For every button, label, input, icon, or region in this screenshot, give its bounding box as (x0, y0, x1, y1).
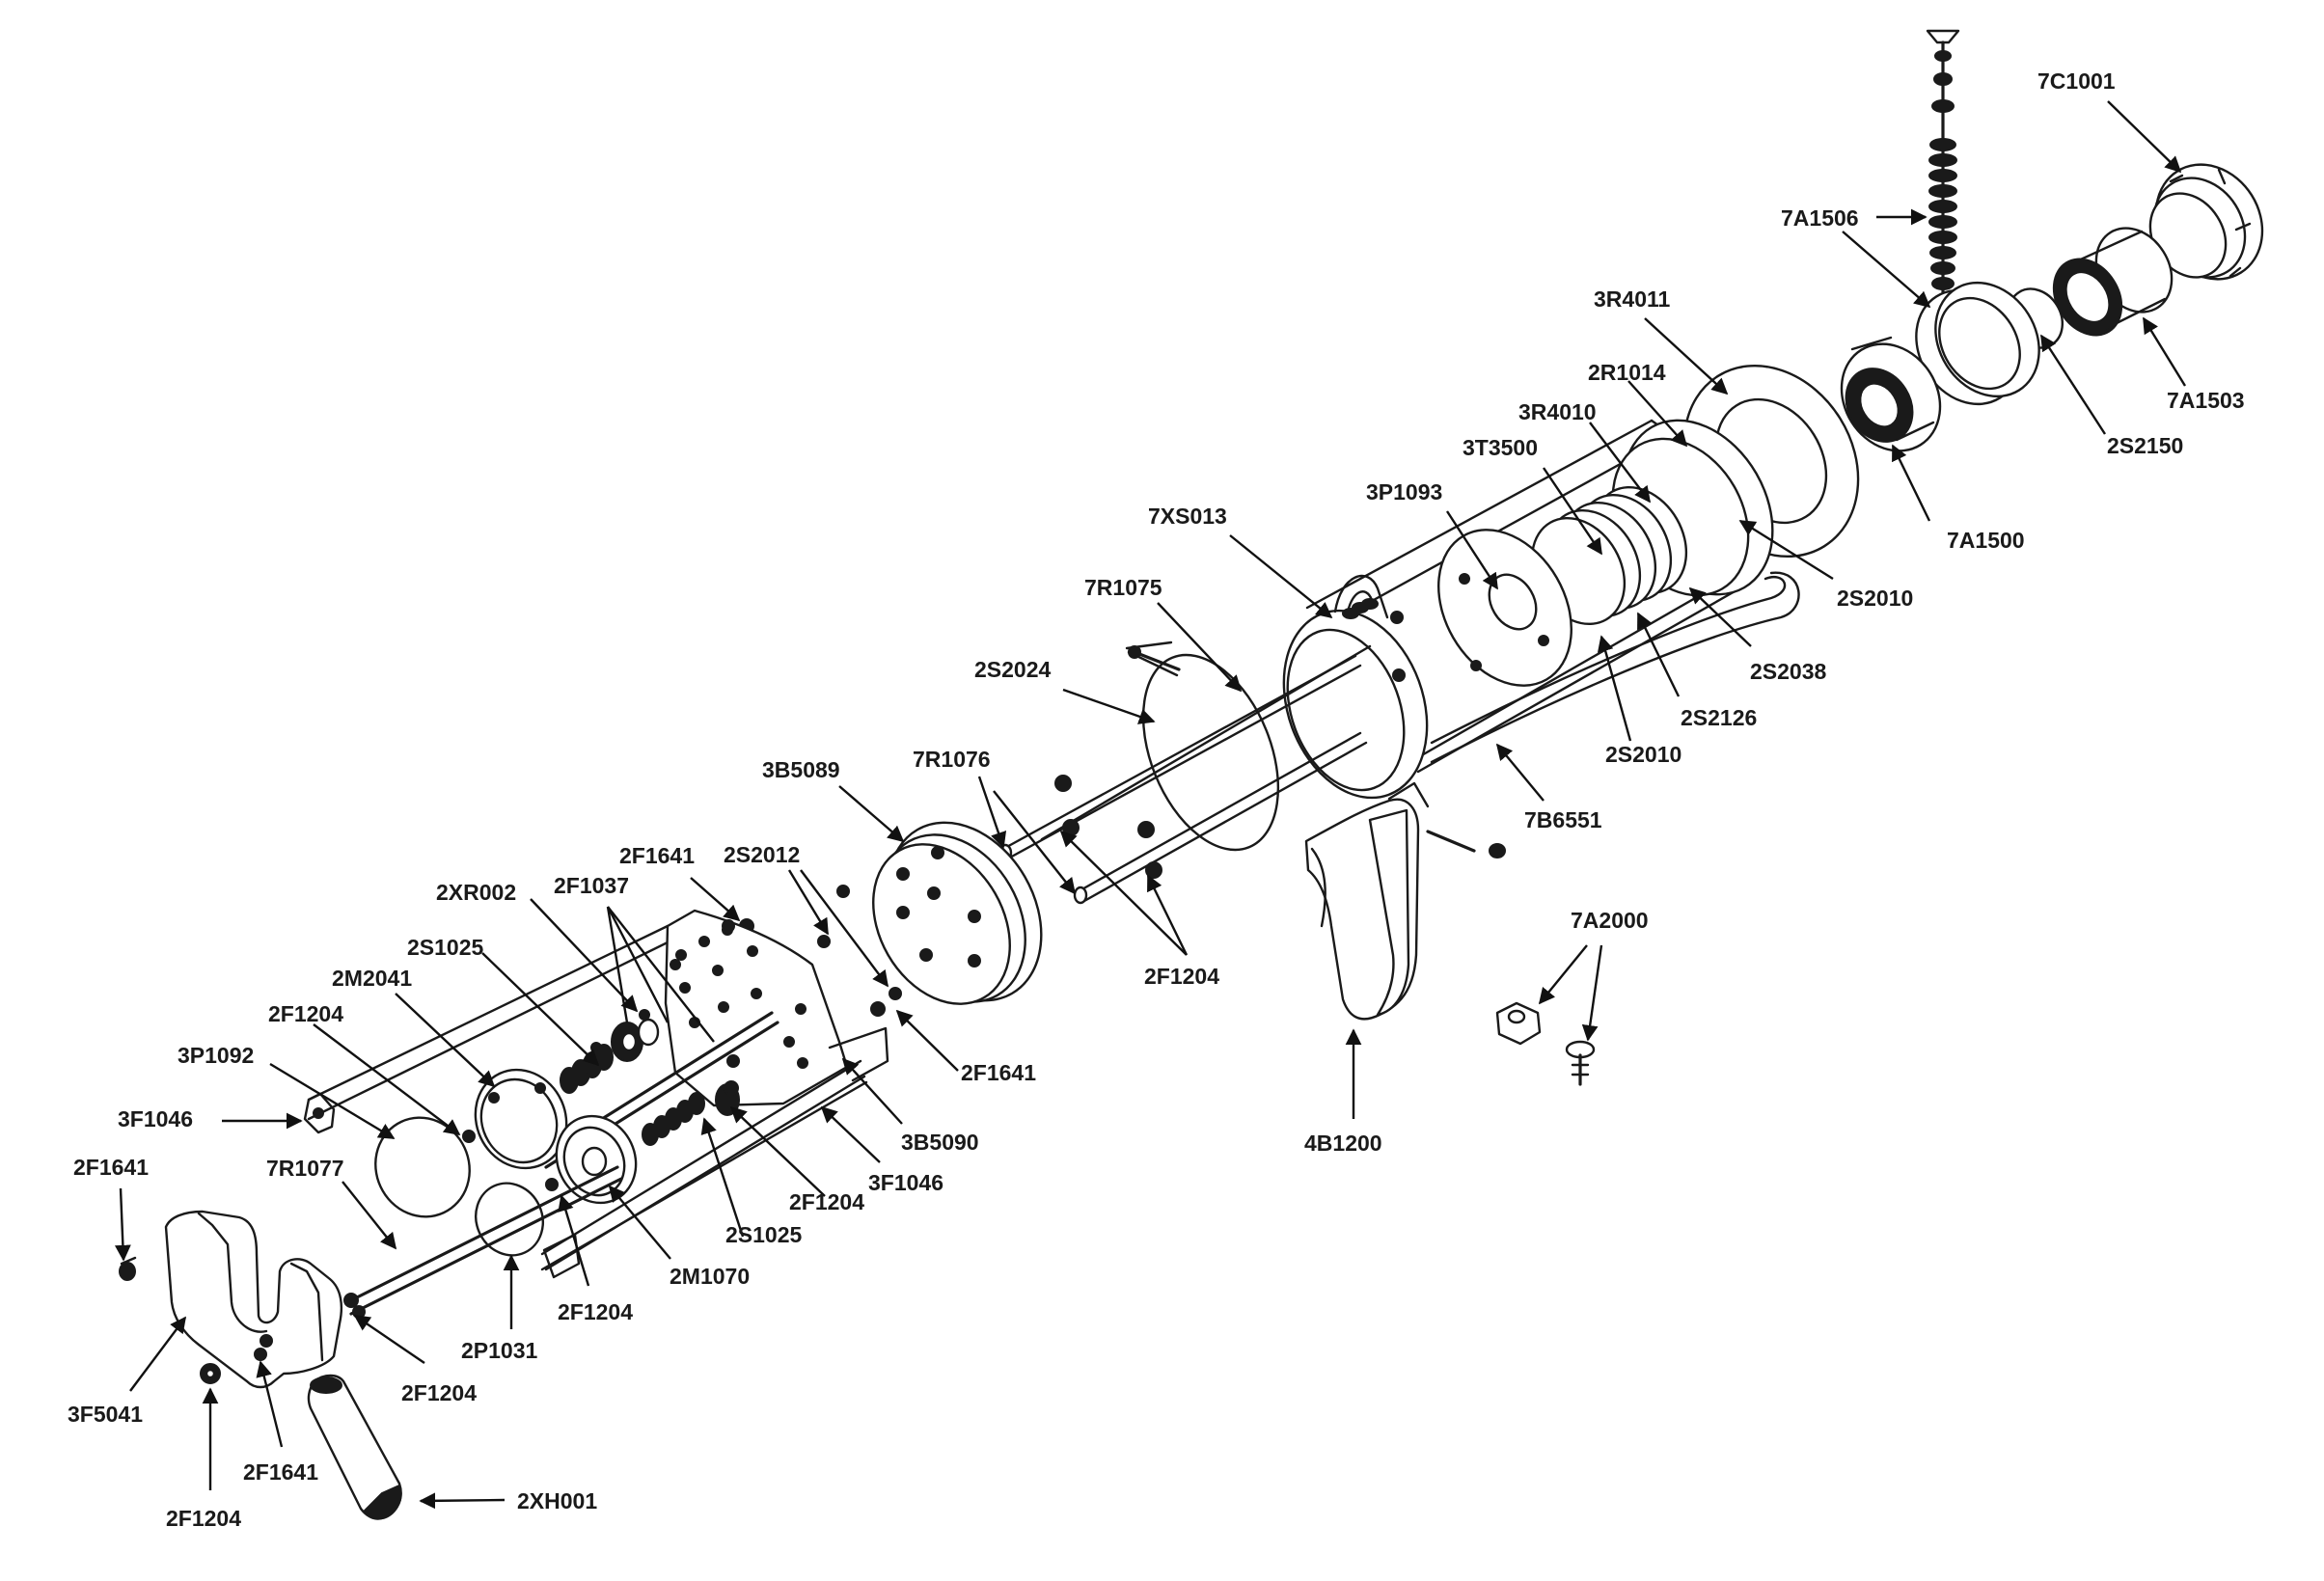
loose-fasteners-part (119, 959, 681, 1384)
label-2xr002: 2XR002 (436, 880, 516, 905)
label-2f1204-e: 2F1204 (401, 1380, 477, 1405)
label-3f5041: 3F5041 (68, 1402, 143, 1427)
retainer-7a1506-part (1915, 281, 2040, 406)
label-2p1031: 2P1031 (461, 1338, 538, 1363)
label-2s2012: 2S2012 (724, 842, 800, 867)
label-2f1204-d: 2F1204 (558, 1299, 633, 1324)
label-3f1046-b: 3F1046 (868, 1170, 943, 1195)
label-2xh001: 2XH001 (517, 1488, 597, 1513)
label-3b5089: 3B5089 (762, 757, 840, 782)
label-2s2010-b: 2S2010 (1605, 742, 1681, 767)
label-2s2024: 2S2024 (974, 657, 1052, 682)
label-7xs013: 7XS013 (1148, 504, 1227, 529)
label-2f1641-a: 2F1641 (619, 843, 695, 868)
label-2s2150: 2S2150 (2107, 433, 2183, 458)
label-2s2126: 2S2126 (1681, 705, 1757, 730)
label-7a2000: 7A2000 (1571, 908, 1649, 933)
cap-7c1001-part (2148, 163, 2264, 281)
piston-3b5089-part (739, 821, 1043, 1017)
label-7b6551: 7B6551 (1524, 807, 1602, 832)
label-3b5090: 3B5090 (901, 1130, 979, 1155)
knob-2xh001-part (307, 1374, 402, 1520)
label-2m1070: 2M1070 (670, 1264, 750, 1289)
label-2s1025-b: 2S1025 (725, 1222, 803, 1247)
valve-7a1503-part (2052, 227, 2174, 337)
label-4b1200: 4B1200 (1304, 1131, 1382, 1156)
label-2m2041: 2M2041 (332, 966, 412, 991)
label-3f1046-a: 3F1046 (118, 1106, 193, 1131)
label-2f1204-a: 2F1204 (1144, 964, 1219, 989)
rod-7r1077-part (343, 1165, 623, 1319)
adapter-7a1500-part (1840, 336, 1942, 452)
label-7r1076: 7R1076 (913, 747, 991, 772)
label-7c1001: 7C1001 (2037, 68, 2116, 94)
label-7r1077: 7R1077 (266, 1156, 344, 1181)
label-2s2038: 2S2038 (1750, 659, 1827, 684)
label-7a1506: 7A1506 (1781, 205, 1859, 231)
label-2f1037: 2F1037 (554, 873, 629, 898)
label-2f1641-d: 2F1641 (243, 1459, 318, 1485)
label-2s1025-a: 2S1025 (407, 935, 484, 960)
label-2s2010-a: 2S2010 (1837, 586, 1913, 611)
end-block-3f5041-part (164, 1210, 343, 1389)
label-7r1075: 7R1075 (1084, 575, 1162, 600)
label-3r4011: 3R4011 (1594, 286, 1671, 312)
label-2f1204-b: 2F1204 (268, 1001, 343, 1026)
nozzle-tube-part (1926, 29, 1960, 311)
label-2f1204-f: 2F1204 (166, 1506, 241, 1531)
label-3t3500: 3T3500 (1463, 435, 1538, 460)
leader-lines (114, 100, 2187, 1510)
label-7a1503: 7A1503 (2167, 388, 2245, 413)
handle-4b1200-part (1304, 781, 1506, 1021)
barrel-body-part (1305, 419, 1800, 774)
label-2f1641-c: 2F1641 (73, 1155, 149, 1180)
front-ring-7xs013-part (1282, 574, 1429, 800)
label-2f1641-b: 2F1641 (961, 1060, 1036, 1085)
drive-carriage-part (303, 909, 889, 1279)
label-2f1204-c: 2F1204 (789, 1189, 864, 1214)
part-labels: 7C1001 7A1506 3R4011 7A1503 2S2150 2R101… (68, 68, 2245, 1531)
label-3r4010: 3R4010 (1518, 399, 1597, 424)
label-7a1500: 7A1500 (1947, 528, 2025, 553)
label-2r1014: 2R1014 (1588, 360, 1666, 385)
label-3p1093: 3P1093 (1366, 479, 1442, 504)
parts-7a2000-part (1495, 1001, 1596, 1086)
label-3p1092: 3P1092 (178, 1043, 254, 1068)
